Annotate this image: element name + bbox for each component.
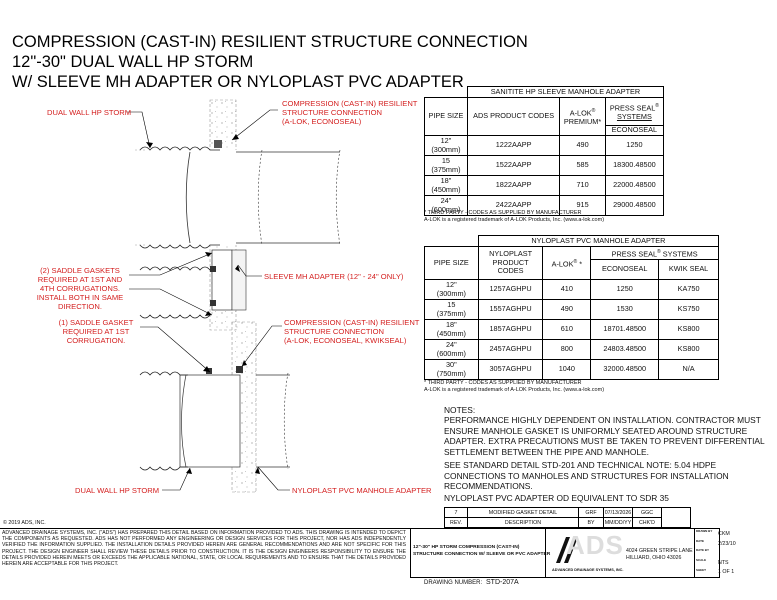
nyloplast-h-econo: ECONOSEAL [590,259,660,280]
label-compression-top-1: COMPRESSION (CAST-IN) RESILIENT [282,99,418,108]
label-saddle-two-3: 4TH CORRUGATIONS. [39,284,121,293]
detail-drawing [127,99,341,493]
notes-heading: NOTES: [444,405,476,415]
nyloplast-h-press: PRESS SEAL® SYSTEMS [590,246,719,260]
sanitite-footnote-2: A-LOK is a registered trademark of A-LOK… [424,217,605,223]
label-nyloplast-adapter: NYLOPLAST PVC MANHOLE ADAPTER [292,486,432,495]
label-saddle-one-2: REQUIRED AT 1ST [62,327,130,336]
rev-h-date: MM/DD/YY [603,517,633,528]
titleblock-addr-1: 4024 GREEN STRIPE LANE [626,548,693,554]
label-dual-wall-top: DUAL WALL HP STORM [47,108,132,117]
label-compression-bottom-3: (A-LOK, ECONOSEAL, KWIKSEAL) [284,336,407,345]
drawing-number: STD-207A [486,579,519,586]
label-saddle-two-1: (2) SADDLE GASKETS [40,266,120,275]
note-3: NYLOPLAST PVC ADAPTER OD EQUIVALENT TO S… [444,493,669,503]
title-line-3: W/ SLEEVE MH ADAPTER OR NYLOPLAST PVC AD… [12,73,464,91]
drawn-by-label: DRAWN BY [696,529,713,533]
upper-detail [133,99,341,331]
nyloplast-footnote-2: A-LOK is a registered trademark of A-LOK… [424,387,605,393]
sheet-label: SHEET [696,568,707,572]
disclaimer-rule [0,528,410,529]
rev-h-by: BY [578,517,604,528]
ads-logo-icon [556,537,578,563]
rev-blank [661,507,691,528]
sanitite-h-econo: ECONOSEAL [604,125,665,136]
ads-watermark: ADS [566,530,624,560]
titleblock-bottom-rule [410,577,720,578]
label-saddle-one-3: CORRUGATION. [66,336,126,345]
titleblock-desc-2: STRUCTURE CONNECTION W/ SLEEVE OR PVC AD… [413,552,551,557]
label-sleeve-adapter: SLEEVE MH ADAPTER (12" - 24" ONLY) [264,272,404,281]
sanitite-h-alok: A-LOK®PREMIUM* [559,97,606,136]
rev-h-chk: CHK'D [632,517,662,528]
label-saddle-two-2: REQUIRED AT 1ST AND [37,275,123,284]
label-dual-wall-bottom: DUAL WALL HP STORM [75,486,160,495]
sanitite-h-press: PRESS SEAL®SYSTEMS [604,97,665,126]
date-value: 2/23/10 [718,541,736,547]
titleblock-addr-2: HILLIARD, OHIO 43026 [626,555,682,561]
drawn-by-value: CKM [718,531,730,537]
nyloplast-h-alok: A-LOK® * [542,246,592,280]
nyloplast-h-kwik: KWIK SEAL [658,259,719,280]
sanitite-footnote-1: * THIRD PARTY - CODES AS SUPPLIED BY MAN… [424,210,582,216]
sanitite-table: SANITITE HP SLEEVE MANHOLE ADAPTER PIPE … [424,86,665,216]
lower-detail [139,321,290,493]
nyloplast-h-pipe: PIPE SIZE [424,246,479,280]
drawing-number-label: DRAWING NUMBER: [424,580,483,586]
nyloplast-table-title: NYLOPLAST PVC MANHOLE ADAPTER [477,235,720,247]
note-1: PERFORMANCE HIGHLY DEPENDENT ON INSTALLA… [444,415,765,457]
rev-h-desc: DESCRIPTION [467,517,579,528]
nyloplast-footnote-1: * THIRD PARTY - CODES AS SUPPLIED BY MAN… [424,380,582,386]
label-compression-bottom-1: COMPRESSION (CAST-IN) RESILIENT [284,318,420,327]
label-compression-bottom-2: STRUCTURE CONNECTION [284,327,384,336]
sanitite-h-pipe: PIPE SIZE [424,97,468,136]
sanitite-table-title: SANITITE HP SLEEVE MANHOLE ADAPTER [466,86,665,98]
title-line-1: COMPRESSION (CAST-IN) RESILIENT STRUCTUR… [12,33,528,51]
disclaimer: ADVANCED DRAINAGE SYSTEMS, INC. ("ADS") … [2,530,406,568]
scale-value: NTS [718,560,729,566]
scale-label: SCALE [696,558,707,562]
label-saddle-two-4: INSTALL BOTH IN SAME [36,293,124,302]
label-saddle-one-1: (1) SADDLE GASKET [58,318,134,327]
sanitite-h-ads: ADS PRODUCT CODES [466,97,561,136]
rev-h-rev: REV. [444,517,468,528]
sheet-value: 1 OF 1 [718,569,735,575]
date-by-label: DATE BY [696,548,709,552]
titleblock-desc-1: 12"-30" HP STORM COMPRESSION (CAST-IN) [413,545,520,550]
copyright: © 2019 ADS, INC. [3,520,46,526]
date-label: DATE [696,539,704,543]
note-2: SEE STANDARD DETAIL STD-201 AND TECHNICA… [444,460,729,491]
label-compression-top-3: (A-LOK, ECONOSEAL) [282,117,362,126]
label-saddle-two-5: DIRECTION. [58,302,102,311]
nyloplast-table: NYLOPLAST PVC MANHOLE ADAPTER PIPE SIZE … [424,235,720,380]
titleblock-company: ADVANCED DRAINAGE SYSTEMS, INC. [552,568,624,572]
label-compression-top-2: STRUCTURE CONNECTION [282,108,382,117]
title-line-2: 12"-30" DUAL WALL HP STORM [12,53,254,71]
